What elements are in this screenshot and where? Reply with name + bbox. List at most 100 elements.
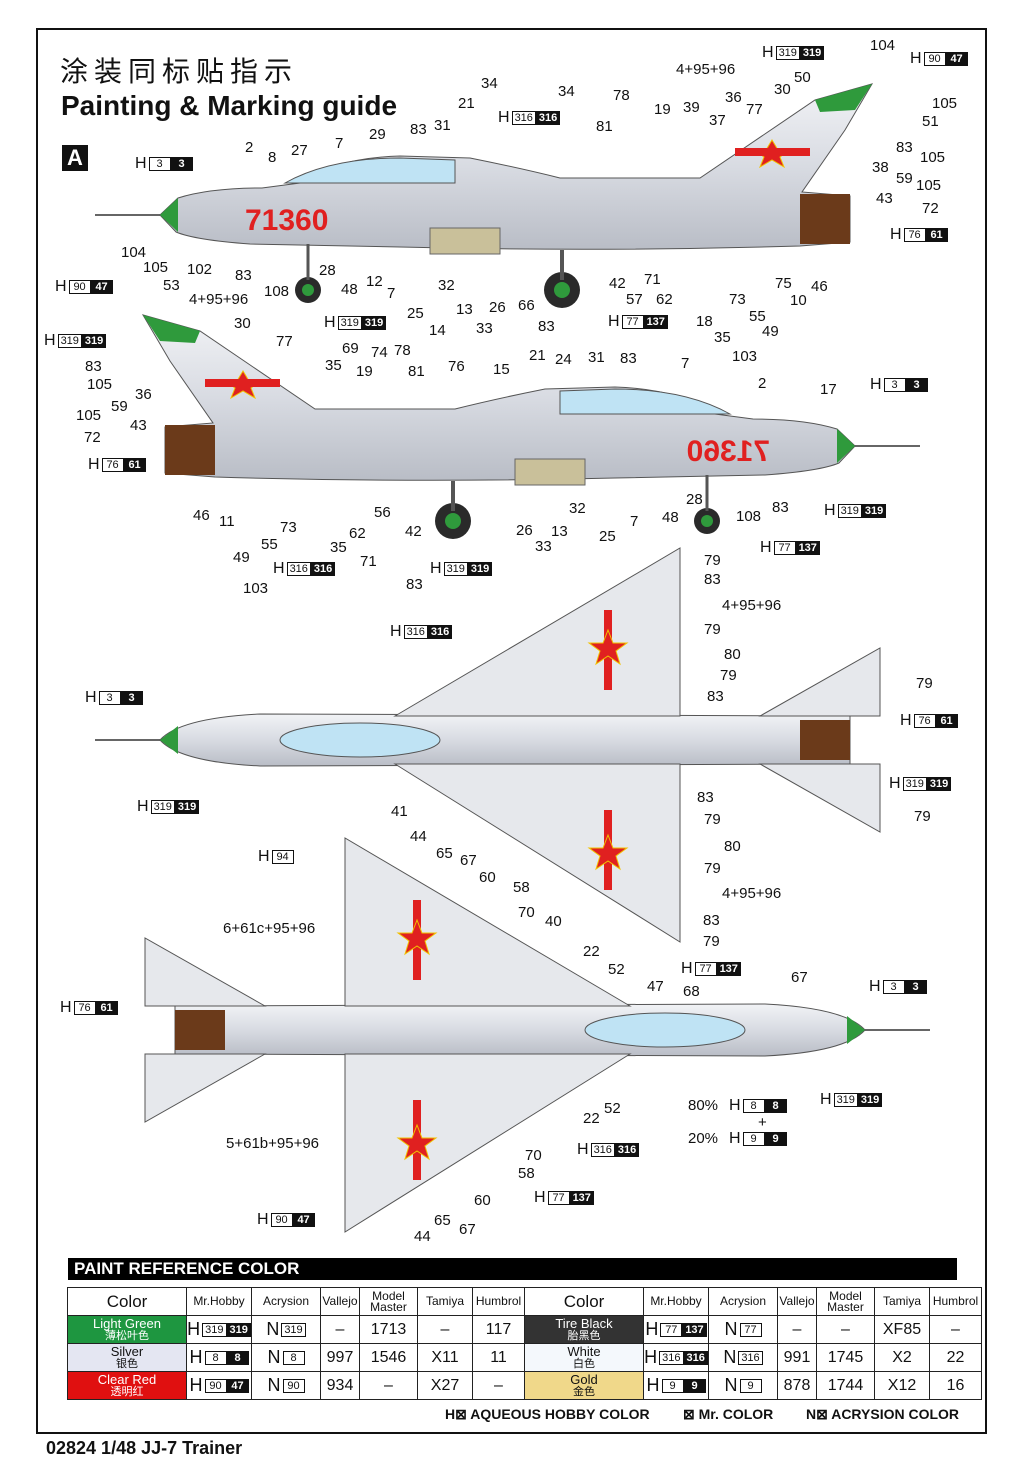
aqueous-code: 77: [547, 1191, 570, 1205]
part-callout: 65: [434, 1212, 451, 1229]
aqueous-code: 77: [694, 962, 717, 976]
model-master-cell: 1546: [359, 1343, 418, 1372]
part-callout: 15: [493, 361, 510, 378]
part-callout: 67: [459, 1221, 476, 1238]
part-callout: 11: [219, 513, 235, 530]
mr-color-code: 3: [904, 980, 927, 994]
part-callout: 104: [121, 244, 147, 261]
column-header: Mr.Hobby: [643, 1287, 709, 1316]
scheme-badge: A: [62, 145, 88, 171]
kit-footer: 02824 1/48 JJ-7 Trainer: [46, 1438, 243, 1458]
mr-color-code: 137: [682, 1322, 707, 1337]
mr-color-code: 9: [764, 1132, 787, 1146]
part-callout: 77: [746, 101, 763, 118]
part-callout: 31: [434, 117, 451, 134]
paint-prefix: H: [135, 155, 147, 172]
part-callout: 4+95+96: [676, 61, 736, 78]
part-callout: 29: [369, 126, 386, 143]
part-callout: 34: [481, 75, 498, 92]
part-callout: 14: [429, 322, 446, 339]
paint-prefix: H: [55, 278, 67, 295]
paint-prefix: H: [824, 502, 836, 519]
part-callout: 27: [291, 142, 308, 159]
part-callout: 83: [85, 358, 102, 375]
part-callout: 2: [758, 375, 767, 392]
part-callout: 55: [261, 536, 278, 553]
part-callout: 25: [599, 528, 616, 545]
color-name-cn: 金色: [573, 1385, 595, 1398]
part-callout: 2: [245, 139, 254, 156]
paint-prefix: H: [729, 1097, 741, 1114]
column-header: Acrysion: [708, 1287, 778, 1316]
paint-prefix: H: [257, 1211, 269, 1228]
vallejo-cell: 991: [777, 1343, 817, 1372]
model-master-cell: –: [359, 1371, 418, 1400]
part-callout: 108: [736, 508, 762, 525]
paint-prefix: H: [869, 978, 881, 995]
part-callout: 26: [489, 299, 506, 316]
mr-color-code: 319: [174, 800, 200, 814]
part-callout: +: [758, 1114, 767, 1131]
aqueous-code: 90: [923, 52, 946, 66]
part-callout: 58: [518, 1165, 535, 1182]
part-callout: 105: [76, 407, 102, 424]
part-callout: 83: [410, 121, 427, 138]
part-callout: 57: [626, 291, 643, 308]
part-callout: 7: [387, 285, 396, 302]
part-callout: 103: [243, 580, 269, 597]
mr-color-code: 137: [795, 541, 820, 555]
paint-reference-title: PAINT REFERENCE COLOR: [68, 1258, 957, 1280]
column-header: Color: [524, 1287, 644, 1316]
vallejo-cell: 878: [777, 1371, 817, 1400]
column-header: Model Master: [816, 1287, 875, 1316]
part-callout: 41: [391, 803, 408, 820]
part-callout: 47: [647, 978, 664, 995]
part-callout: 80%: [688, 1097, 719, 1114]
legend-acrysion: N⊠ ACRYSION COLOR: [806, 1406, 960, 1422]
column-header: Humbrol: [929, 1287, 982, 1316]
title-chinese: 涂装同标贴指示: [60, 55, 299, 88]
mr-color-code: 61: [935, 714, 958, 728]
paint-prefix: H: [258, 848, 270, 865]
vallejo-cell: –: [320, 1315, 360, 1344]
part-callout: 69: [342, 340, 359, 357]
column-header: Tamiya: [417, 1287, 473, 1316]
part-callout: 22: [583, 1110, 600, 1127]
tamiya-cell: X2: [874, 1343, 930, 1372]
part-callout: 74: [371, 344, 388, 361]
part-callout: 70: [518, 904, 535, 921]
paint-prefix: H: [820, 1091, 832, 1108]
part-callout: 52: [604, 1100, 621, 1117]
tamiya-cell: X12: [874, 1371, 930, 1400]
aqueous-code: 319: [833, 1093, 858, 1107]
part-callout: 43: [130, 417, 147, 434]
acrysion-code: 8: [282, 1350, 305, 1365]
column-header: Model Master: [359, 1287, 418, 1316]
paint-prefix: H: [137, 798, 149, 815]
part-callout: 105: [143, 259, 169, 276]
part-callout: 50: [794, 69, 811, 86]
column-header: Color: [67, 1287, 187, 1316]
part-callout: 35: [714, 329, 731, 346]
vallejo-cell: 934: [320, 1371, 360, 1400]
part-callout: 7: [335, 135, 344, 152]
aqueous-code: 8: [742, 1099, 765, 1113]
mr-color-code: 61: [95, 1001, 118, 1015]
part-callout: 79: [704, 552, 721, 569]
aqueous-code: 77: [773, 541, 796, 555]
part-callout: 73: [729, 291, 746, 308]
part-callout: 78: [613, 87, 630, 104]
